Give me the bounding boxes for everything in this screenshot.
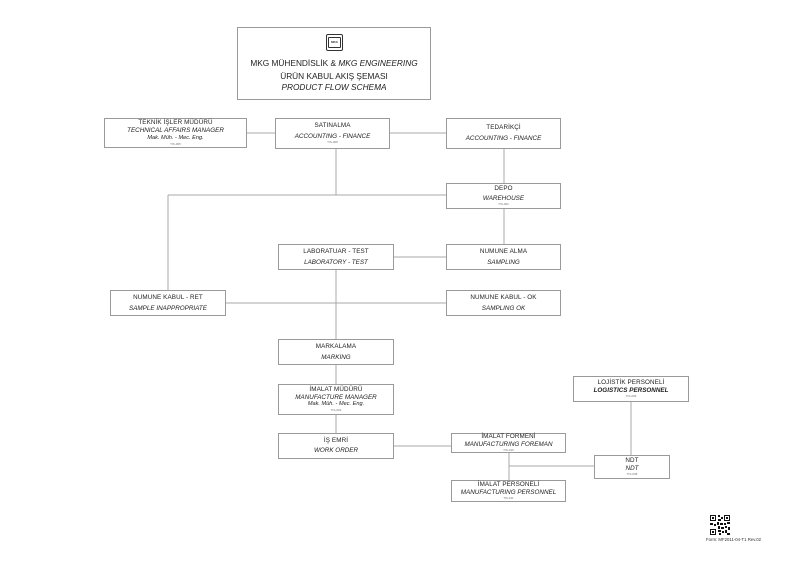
- node-en-label: WORK ORDER: [313, 447, 359, 454]
- node-code: TIS-008: [327, 140, 338, 145]
- node-code: TIS-005: [170, 141, 181, 146]
- node-en-label: SAMPLE INAPPROPRIATE: [129, 304, 207, 312]
- node-tr-label: İMALAT MÜDÜRÜ: [309, 385, 363, 393]
- node-satinalma: SATINALMA ACCOUNTING - FINANCE TIS-008: [275, 118, 390, 149]
- qr-code-icon: [710, 515, 730, 535]
- mkg-logo-icon: MKG: [326, 34, 343, 51]
- node-tr-label: TEKNİK İŞLER MÜDÜRÜ: [138, 119, 213, 127]
- node-code: TIS-002: [498, 202, 509, 207]
- node-numune-alma: NUMUNE ALMA SAMPLING: [446, 244, 561, 270]
- node-en-label: MARKING: [321, 353, 351, 361]
- node-tr-label: LOJİSTİK PERSONELİ: [597, 378, 665, 386]
- node-en-label: LABORATORY - TEST: [304, 258, 368, 266]
- node-tr-label: TEDARİKÇİ: [486, 124, 521, 132]
- node-tr-label: NUMUNE KABUL - OK: [470, 293, 537, 301]
- node-tr-label: İŞ EMRİ: [323, 437, 349, 445]
- node-imalat-muduru: İMALAT MÜDÜRÜ MANUFACTURE MANAGER Mak. M…: [278, 384, 394, 415]
- node-en-label: NDT: [625, 464, 639, 472]
- node-imalat-personeli: İMALAT PERSONELİ MANUFACTURING PERSONNEL…: [451, 480, 566, 502]
- node-en-label: MANUFACTURING FOREMAN: [464, 440, 553, 448]
- node-markalama: MARKALAMA MARKING: [278, 339, 394, 365]
- node-tr-label: NUMUNE KABUL - RET: [133, 293, 203, 301]
- node-numune-ok: NUMUNE KABUL - OK SAMPLING OK: [446, 290, 561, 316]
- node-en-label: ACCOUNTING - FINANCE: [465, 135, 542, 142]
- node-tr-label: İMALAT PERSONELİ: [477, 480, 540, 488]
- node-en-label: ACCOUNTING - FINANCE: [294, 132, 371, 140]
- node-code: TIS-010: [503, 448, 514, 453]
- node-tr-label: MARKALAMA: [315, 342, 357, 350]
- node-en-label: TECHNICAL AFFAIRS MANAGER: [127, 127, 224, 135]
- subtitle-tr: ÜRÜN KABUL AKIŞ ŞEMASI: [280, 71, 388, 81]
- node-tr-label: İMALAT FORMENİ: [481, 432, 536, 440]
- node-depo: DEPO WAREHOUSE TIS-002: [446, 183, 561, 209]
- node-imalat-formeni: İMALAT FORMENİ MANUFACTURING FOREMAN TIS…: [451, 433, 566, 453]
- node-tr-label: NDT: [625, 456, 639, 464]
- node-laboratuar: LABORATUAR - TEST LABORATORY - TEST: [278, 244, 394, 270]
- node-en-label: MANUFACTURING PERSONNEL: [460, 488, 557, 496]
- node-teknik-isler: TEKNİK İŞLER MÜDÜRÜ TECHNICAL AFFAIRS MA…: [104, 118, 247, 148]
- form-code: Form: MF2011-04-T1 Rev.02: [706, 537, 762, 542]
- node-tedarikci: TEDARİKÇİ ACCOUNTING - FINANCE: [446, 118, 561, 149]
- node-tr-label: DEPO: [494, 184, 513, 192]
- node-en-label: SAMPLING: [487, 258, 520, 266]
- node-en-label: SAMPLING OK: [481, 304, 526, 312]
- node-tr-label: NUMUNE ALMA: [479, 247, 528, 255]
- title-block: MKG MKG MÜHENDİSLİK & MKG ENGINEERING ÜR…: [237, 27, 431, 100]
- node-extra-label: Mak. Müh. - Mec. Eng.: [307, 401, 365, 408]
- node-en-label: MANUFACTURE MANAGER: [295, 393, 377, 401]
- node-code: TIS-006: [625, 394, 637, 399]
- node-tr-label: LABORATUAR - TEST: [303, 247, 369, 255]
- node-ndt: NDT NDT TIS-008: [594, 455, 670, 479]
- node-code: TIS-011: [503, 496, 514, 501]
- node-is-emri: İŞ EMRİ WORK ORDER: [278, 433, 394, 459]
- node-extra-label: Mak. Müh. - Mec. Eng.: [147, 134, 204, 141]
- node-en-label: LOGISTICS PERSONNEL: [593, 386, 669, 394]
- node-code: TIS-008: [626, 472, 638, 477]
- node-tr-label: SATINALMA: [314, 121, 351, 129]
- node-en-label: WAREHOUSE: [482, 194, 525, 202]
- company-line: MKG MÜHENDİSLİK & MKG ENGINEERING: [250, 58, 418, 68]
- node-lojistik: LOJİSTİK PERSONELİ LOGISTICS PERSONNEL T…: [573, 376, 689, 402]
- node-code: TIS-003: [330, 408, 342, 413]
- subtitle-en: PRODUCT FLOW SCHEMA: [281, 82, 387, 92]
- node-numune-ret: NUMUNE KABUL - RET SAMPLE INAPPROPRIATE: [110, 290, 226, 316]
